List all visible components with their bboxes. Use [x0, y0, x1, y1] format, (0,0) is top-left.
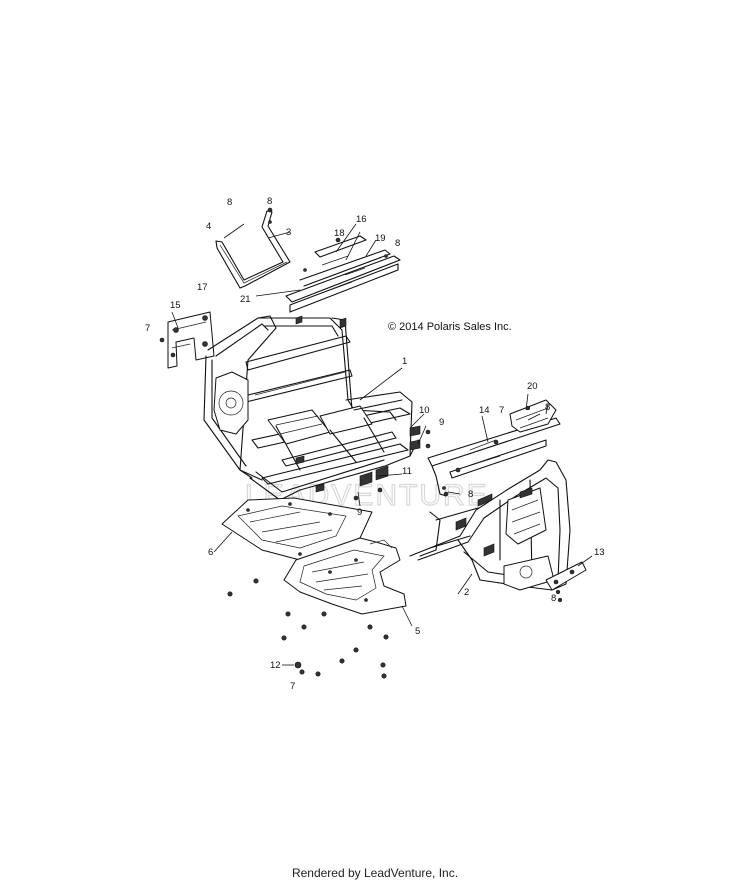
callout-20: 20 [527, 381, 538, 392]
part-crossmember [285, 235, 401, 313]
copyright-text: © 2014 Polaris Sales Inc. [388, 321, 512, 333]
part-front-skid-plate [283, 537, 407, 615]
callout-8: 8 [545, 402, 550, 413]
callout-6: 6 [208, 547, 213, 558]
callout-14: 14 [479, 405, 490, 416]
callout-7: 7 [499, 405, 504, 416]
callout-1: 1 [402, 356, 407, 367]
callout-19: 19 [375, 233, 386, 244]
callout-11: 11 [402, 466, 412, 477]
callout-7: 7 [145, 323, 150, 334]
callout-2: 2 [464, 587, 469, 598]
callout-8: 8 [227, 197, 232, 208]
callout-5: 5 [415, 626, 420, 637]
callout-8: 8 [551, 593, 556, 604]
footer-credit: Rendered by LeadVenture, Inc. [291, 866, 459, 880]
callout-18: 18 [334, 228, 345, 239]
callout-labels: 8 8 4 3 16 18 19 8 21 17 15 7 1 10 9 11 … [145, 196, 605, 692]
leader-lines [171, 223, 593, 666]
callout-21: 21 [240, 294, 251, 305]
callout-8: 8 [395, 238, 400, 249]
callout-3: 3 [286, 227, 291, 238]
part-front-frame [409, 459, 571, 591]
callout-15: 15 [170, 300, 181, 311]
callout-4: 4 [206, 221, 211, 232]
part-main-frame [203, 315, 421, 501]
callout-10: 10 [419, 405, 430, 416]
callout-9: 9 [439, 417, 444, 428]
part-seat-bracket [215, 207, 291, 289]
callout-16: 16 [356, 214, 367, 225]
part-front-bracket [545, 561, 587, 603]
part-rear-bracket [159, 311, 215, 369]
callout-9: 9 [357, 507, 362, 518]
callout-17: 17 [197, 282, 208, 293]
callout-8: 8 [468, 489, 473, 500]
callout-12: 12 [270, 660, 281, 671]
part-front-crossmember [427, 399, 561, 497]
callout-13: 13 [594, 547, 605, 558]
callout-7: 7 [290, 681, 295, 692]
fastener-group [227, 429, 431, 679]
callout-8: 8 [267, 196, 272, 207]
